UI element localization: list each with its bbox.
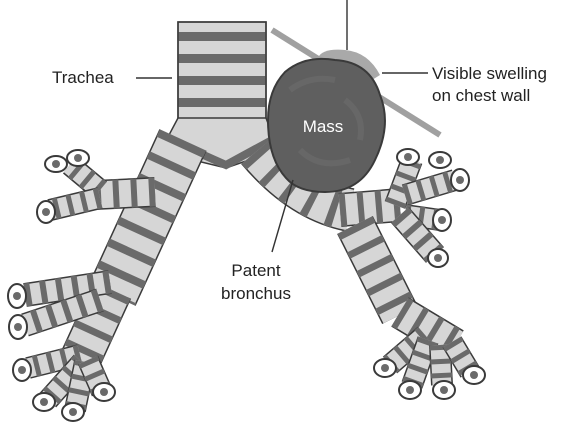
swelling-label-line1: Visible swelling xyxy=(432,64,547,83)
patent-bronchus-label-line1: Patent xyxy=(231,261,280,280)
swelling-label-line2: on chest wall xyxy=(432,86,530,105)
mass-label: Mass xyxy=(303,117,344,136)
left-upper-bronchus xyxy=(95,192,155,195)
left-segmental-bronchi xyxy=(25,165,110,410)
trachea-label: Trachea xyxy=(52,68,114,87)
mass: Mass xyxy=(268,59,385,192)
left-main-bronchus xyxy=(112,140,183,295)
patent-bronchus-label-line2: bronchus xyxy=(221,284,291,303)
right-segmental-bronchi xyxy=(340,160,470,385)
